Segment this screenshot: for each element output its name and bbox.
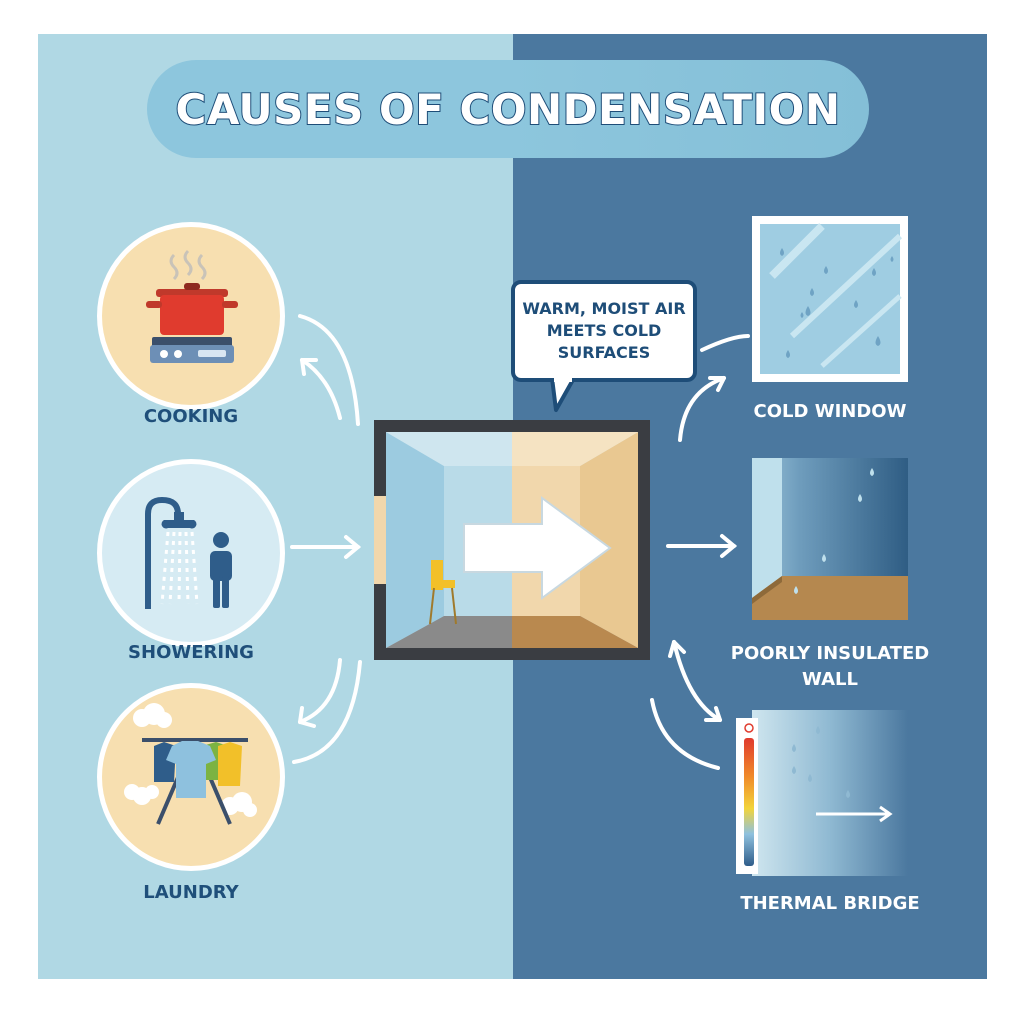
title-banner: CAUSES OF CONDENSATION (147, 60, 869, 158)
thermal-bridge-label: THERMAL BRIDGE (740, 893, 920, 914)
callout-tail (550, 378, 576, 412)
cooking-label: COOKING (143, 406, 239, 427)
laundry-label: LAUNDRY (143, 882, 239, 903)
insulated-wall-label-text: POORLY INSULATED WALL (730, 643, 930, 690)
showering-circle (97, 459, 285, 647)
cooking-circle (97, 222, 285, 410)
laundry-circle (97, 683, 285, 871)
callout-text: WARM, MOIST AIR MEETS COLD SURFACES (522, 299, 686, 362)
thermal-bridge-icon (736, 710, 908, 876)
wet-window-icon (760, 223, 903, 374)
callout-bubble: WARM, MOIST AIR MEETS COLD SURFACES (511, 280, 697, 382)
showering-label: SHOWERING (128, 642, 254, 663)
insulated-wall-label: POORLY INSULATED WALL (730, 641, 930, 693)
page-title: CAUSES OF CONDENSATION (175, 84, 841, 135)
cooking-pot-icon (146, 249, 238, 363)
room-with-arrow-icon (374, 432, 638, 648)
insulated-wall-tile (752, 458, 908, 620)
cold-window-label: COLD WINDOW (753, 401, 907, 422)
damp-wall-icon (752, 458, 908, 620)
arrows-right (650, 334, 750, 770)
thermal-bridge-tile (736, 710, 908, 876)
laundry-rack-icon (124, 703, 257, 825)
arrows-left (290, 314, 362, 764)
cold-window-tile (752, 216, 908, 382)
shower-person-icon (145, 496, 232, 609)
center-room (374, 420, 650, 660)
